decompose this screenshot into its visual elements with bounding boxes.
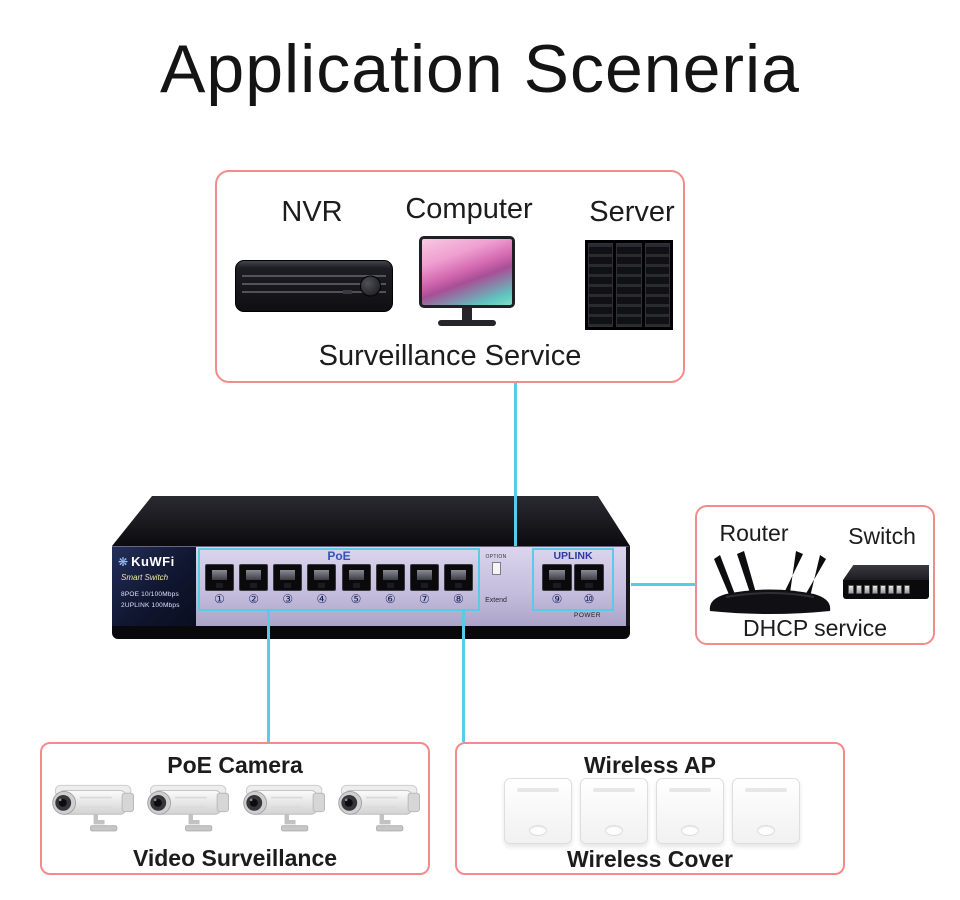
nvr-usb-port (343, 290, 352, 294)
ethernet-port (848, 585, 854, 594)
uplink-port-numbers: ⑨ ⑩ (542, 593, 604, 605)
brand-spec-1: 8POE 10/100Mbps (121, 591, 179, 598)
mini-switch-illustration (843, 565, 929, 599)
wireless-box-title: Wireless AP (584, 752, 716, 778)
wireless-ap-box: Wireless AP Wireless Cover (455, 742, 845, 875)
computer-label: Computer (405, 193, 533, 225)
switch-brand-panel: ❋ KuWFi Smart Switch 8POE 10/100Mbps 2UP… (112, 547, 196, 626)
uplink-label: UPLINK (553, 550, 593, 562)
brand-name: KuWFi (131, 554, 175, 569)
wall-ap-illustration (580, 778, 648, 844)
ethernet-port (880, 585, 886, 594)
rj45-port-10 (574, 564, 604, 591)
wall-ap-illustration (504, 778, 572, 844)
surveillance-service-box: NVR Computer Server Surveillance Service (215, 170, 685, 383)
computer-monitor-illustration (419, 236, 515, 326)
ethernet-port (896, 585, 902, 594)
poe-camera-illustration (52, 784, 134, 832)
router-illustration (709, 551, 831, 614)
rj45-port-3 (273, 564, 303, 591)
dip-switch (491, 562, 501, 575)
ethernet-port (856, 585, 862, 594)
ethernet-port (888, 585, 894, 594)
dhcp-caption: DHCP service (743, 615, 887, 641)
wall-ap-illustration (656, 778, 724, 844)
port-number: ② (248, 592, 260, 606)
extend-label: Extend (485, 597, 507, 604)
monitor-stand-base (438, 320, 496, 326)
server-cabinet (644, 243, 670, 327)
poe-port-group: PoE ① ② ③ ④ ⑤ ⑥ ⑦ ⑧ (198, 548, 480, 611)
port-number: ⑩ (583, 592, 595, 606)
connector-switch-to-cameras (267, 611, 270, 742)
dhcp-service-box: Router Switch DHCP service (695, 505, 935, 645)
nvr-jog-dial (360, 275, 381, 297)
port-number: ③ (282, 592, 294, 606)
server-cabinet (616, 243, 642, 327)
switch-label: Switch (848, 523, 916, 549)
server-label: Server (589, 196, 675, 228)
rj45-port-2 (239, 564, 269, 591)
power-label: POWER (574, 612, 602, 619)
uplink-port-group: UPLINK ⑨ ⑩ (532, 548, 614, 611)
ethernet-port (872, 585, 878, 594)
option-label: OPTION (485, 554, 507, 560)
port-number: ④ (316, 592, 328, 606)
brand-spec-2: 2UPLINK 100Mbps (121, 602, 180, 609)
poe-camera-box: PoE Camera (40, 742, 430, 875)
port-number: ⑧ (453, 592, 464, 606)
switch-top-face (112, 496, 630, 546)
port-number: ① (214, 592, 225, 606)
switch-bottom-bezel (112, 626, 630, 639)
server-rack-illustration (585, 240, 673, 330)
connector-surveillance-to-switch (514, 383, 517, 546)
page-title: Application Sceneria (160, 31, 800, 107)
poe-camera-illustration (147, 784, 230, 832)
wireless-box-caption: Wireless Cover (567, 846, 733, 872)
ethernet-port (904, 585, 910, 594)
rj45-port-8 (443, 564, 473, 591)
mini-switch-top (843, 565, 929, 580)
camera-box-caption: Video Surveillance (132, 845, 338, 871)
poe-port-row (205, 564, 473, 591)
rj45-port-7 (409, 564, 439, 591)
rj45-port-4 (307, 564, 337, 591)
nvr-illustration (235, 260, 393, 312)
rj45-port-6 (375, 564, 405, 591)
kuwfi-logo-icon: ❋ (118, 554, 129, 569)
camera-box-title: PoE Camera (167, 752, 303, 778)
connector-switch-to-dhcp (631, 583, 696, 586)
poe-camera-illustration (338, 784, 420, 832)
rj45-port-5 (341, 564, 371, 591)
uplink-port-row (542, 564, 604, 591)
poe-label: PoE (327, 549, 351, 563)
server-cabinet (588, 243, 614, 327)
poe-camera-illustration (242, 784, 325, 832)
monitor-stand-neck (462, 308, 472, 320)
camera-row (50, 780, 424, 838)
option-switch-cluster: OPTION Extend (481, 554, 511, 610)
nvr-label: NVR (281, 196, 343, 228)
rj45-port-1 (205, 564, 234, 591)
router-label: Router (719, 520, 789, 546)
poe-port-numbers: ① ② ③ ④ ⑤ ⑥ ⑦ ⑧ (205, 593, 473, 605)
port-number: ⑦ (418, 592, 430, 606)
ethernet-port (864, 585, 870, 594)
monitor-screen (419, 236, 515, 308)
rj45-port-9 (542, 564, 572, 591)
brand-subtitle: Smart Switch (121, 573, 169, 582)
port-number: ⑤ (350, 592, 362, 606)
mini-switch-front (843, 580, 929, 599)
wireless-ap-row (504, 778, 800, 844)
connector-switch-to-wireless (462, 611, 465, 742)
wall-ap-illustration (732, 778, 800, 844)
port-number: ⑨ (551, 592, 563, 606)
surveillance-caption: Surveillance Service (318, 340, 582, 372)
port-number: ⑥ (384, 592, 396, 606)
